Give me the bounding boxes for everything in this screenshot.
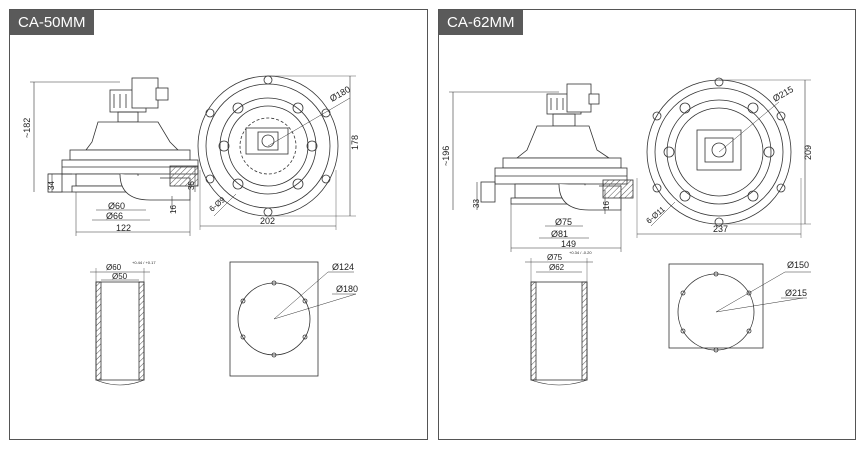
dim-height-right: 178 <box>350 135 360 150</box>
dim-35: 35 <box>187 181 196 190</box>
panel-title: CA-62MM <box>439 10 523 35</box>
dim-122: 122 <box>116 223 131 233</box>
dim-d81: Ø81 <box>551 229 568 239</box>
top-view <box>636 77 811 238</box>
dim-16: 16 <box>602 201 611 210</box>
ca-50mm-drawing: ~182 Ø180 178 34 35 16 Ø60 Ø66 122 202 6… <box>22 75 360 386</box>
dim-top-diameter: Ø215 <box>771 84 795 104</box>
dim-pipe-tolerance: +0.34 / -0.20 <box>569 250 592 255</box>
dim-circle-150: Ø150 <box>787 260 809 270</box>
side-view <box>449 83 634 252</box>
panel-ca-62mm: CA-62MM <box>438 9 856 440</box>
mounting-plate <box>668 263 811 353</box>
top-view <box>197 75 356 230</box>
dim-circle-124: Ø124 <box>332 262 354 272</box>
dim-height-right: 209 <box>803 145 813 160</box>
dim-pipe-id: Ø50 <box>112 272 128 281</box>
dim-237: 237 <box>713 224 728 234</box>
dim-d75: Ø75 <box>555 217 572 227</box>
dim-bolt-holes: 6-Ø9 <box>208 195 228 214</box>
dim-34: 34 <box>47 181 56 190</box>
dim-d60: Ø60 <box>108 201 125 211</box>
dim-33: 33 <box>472 199 481 208</box>
mounting-plate <box>229 261 357 377</box>
dim-circle-215: Ø215 <box>785 288 807 298</box>
dim-pipe-tolerance: +0.44 / +0.17 <box>132 260 156 265</box>
dim-d66: Ø66 <box>106 211 123 221</box>
side-view <box>30 77 199 236</box>
pipe-section <box>90 268 150 386</box>
panel-title: CA-50MM <box>10 10 94 35</box>
dim-circle-180: Ø180 <box>336 284 358 294</box>
ca-62mm-drawing: ~196 Ø215 209 33 16 Ø75 Ø81 149 237 6-Ø1… <box>441 77 813 386</box>
dim-pipe-od: Ø60 <box>106 263 122 272</box>
panel-ca-50mm: CA-50MM <box>9 9 428 440</box>
dim-pipe-od: Ø75 <box>547 253 563 262</box>
dim-16: 16 <box>169 205 178 214</box>
dim-height-left: ~182 <box>22 118 32 138</box>
dim-pipe-id: Ø62 <box>549 263 565 272</box>
dim-202: 202 <box>260 216 275 226</box>
dim-top-diameter: Ø180 <box>328 84 352 104</box>
dim-height-left: ~196 <box>441 146 451 166</box>
pipe-section <box>525 258 593 386</box>
dim-bolt-holes: 6-Ø11 <box>645 204 668 225</box>
dim-149: 149 <box>561 239 576 249</box>
